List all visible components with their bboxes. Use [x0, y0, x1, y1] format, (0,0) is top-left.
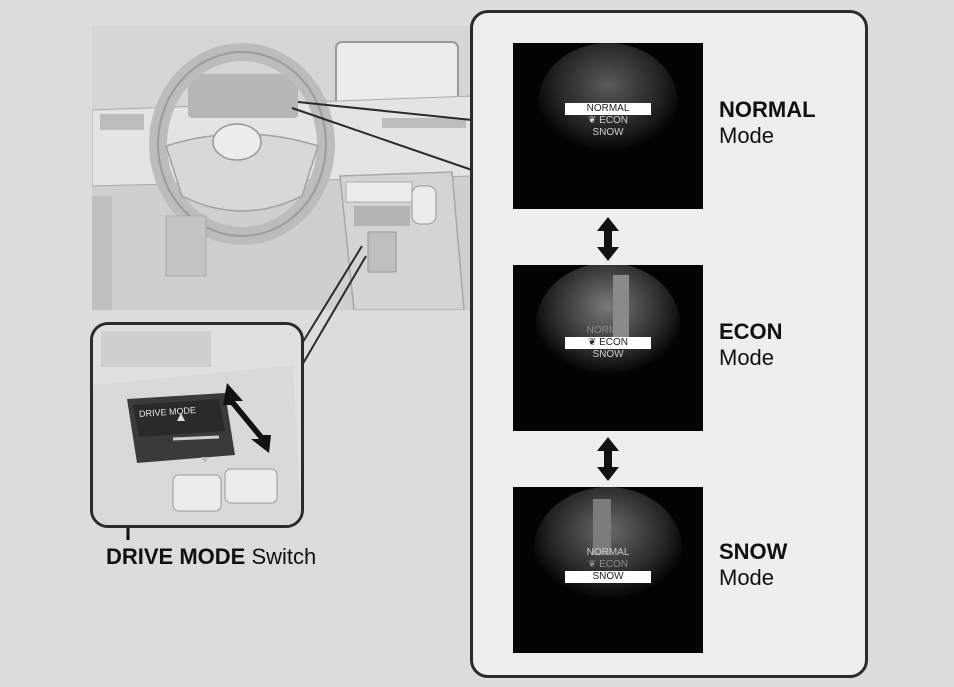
snow-screen-menu: NORMAL ❦ ECON SNOW [513, 547, 703, 583]
switch-closeup: DRIVE MODE [90, 322, 304, 528]
snow-mode-screen: NORMAL ❦ ECON SNOW [513, 487, 703, 653]
up-down-arrow-icon [597, 437, 619, 481]
menu-normal: NORMAL [586, 325, 630, 336]
menu-snow: SNOW [592, 127, 624, 138]
econ-screen-vignette [536, 265, 680, 387]
dashboard-illustration [92, 26, 472, 310]
menu-econ: ❦ ECON [565, 337, 651, 349]
menu-normal: NORMAL [586, 547, 630, 558]
econ-leaf-icon: ❦ [587, 115, 597, 126]
menu-normal: NORMAL [565, 103, 651, 115]
menu-econ: ❦ ECON [587, 559, 629, 570]
econ-leaf-icon: ❦ [587, 559, 597, 570]
econ-screen-menu: NORMAL ❦ ECON SNOW [513, 325, 703, 361]
econ-leaf-icon: ❦ [587, 337, 597, 348]
normal-mode-screen: NORMAL ❦ ECON SNOW [513, 43, 703, 209]
econ-mode-screen: NORMAL ❦ ECON SNOW [513, 265, 703, 431]
caption-rest: Switch [245, 544, 317, 569]
menu-snow: SNOW [565, 571, 651, 583]
caption-bold: DRIVE MODE [106, 544, 246, 569]
menu-snow: SNOW [592, 349, 624, 360]
normal-screen-menu: NORMAL ❦ ECON SNOW [513, 103, 703, 139]
up-down-arrow-icon [597, 217, 619, 261]
drive-mode-switch-caption: DRIVE MODE Switch [106, 544, 316, 570]
menu-econ: ❦ ECON [587, 115, 629, 126]
switch-closeup-art [93, 325, 301, 525]
